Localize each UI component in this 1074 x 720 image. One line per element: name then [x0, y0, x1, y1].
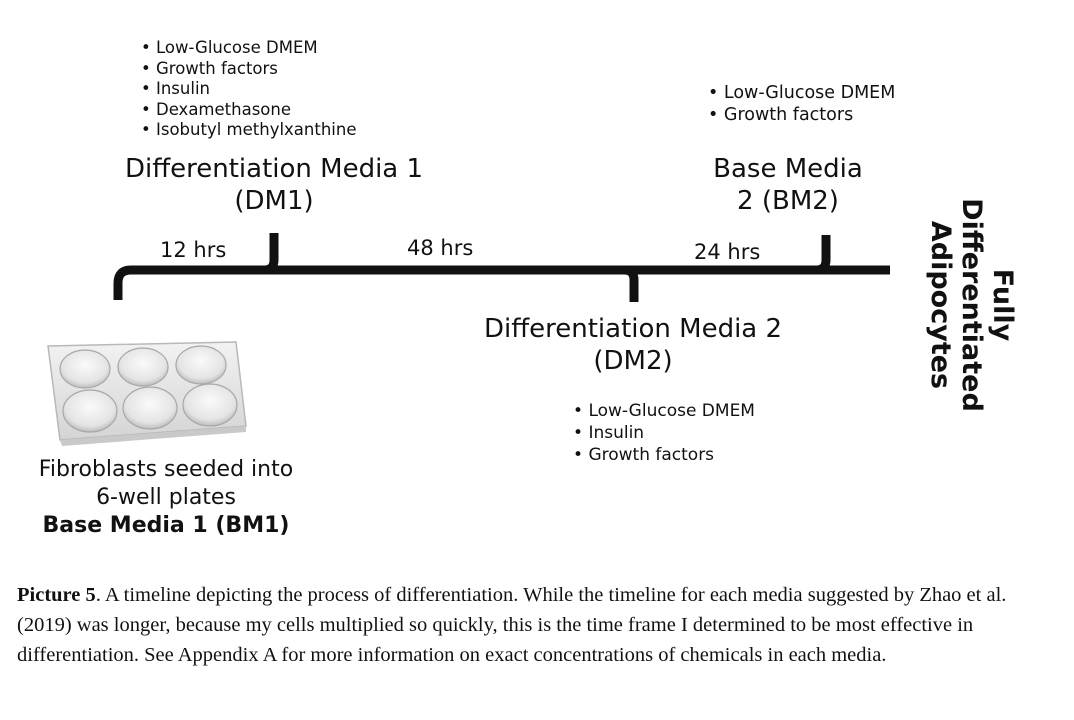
dm1-title-line2: (DM1): [234, 186, 314, 216]
start-media-label: Base Media 1 (BM1): [42, 513, 290, 538]
timeline-axis: [113, 265, 890, 300]
start-line2: 6-well plates: [96, 485, 236, 510]
dm1-title-line1: Differentiation Media 1: [124, 154, 424, 184]
end-state-line2: Differentiated: [956, 198, 987, 412]
bm2-ingredient: Growth factors: [708, 105, 895, 127]
tick-dm2: [623, 265, 639, 302]
bm2-title-line2: 2 (BM2): [737, 186, 839, 216]
duration-label-48h: 48 hrs: [407, 236, 474, 260]
bm2-title-line1: Base Media: [713, 154, 863, 184]
bm2-ingredient: Low-Glucose DMEM: [708, 83, 895, 105]
dm1-ingredient: Dexamethasone: [141, 100, 357, 121]
bm2-ingredient-list: Low-Glucose DMEM Growth factors: [708, 83, 895, 126]
end-state-line3: Adipocytes: [925, 220, 956, 390]
six-well-plate-image: [47, 341, 247, 446]
dm1-ingredient: Growth factors: [141, 59, 357, 80]
dm1-ingredient-list: Low-Glucose DMEM Growth factors Insulin …: [141, 38, 357, 141]
dm2-title-line2: (DM2): [593, 346, 673, 376]
caption-text: . A timeline depicting the process of di…: [17, 584, 1007, 666]
tick-bm2: [815, 235, 831, 275]
dm2-ingredient: Growth factors: [573, 444, 755, 466]
dm1-ingredient: Insulin: [141, 79, 357, 100]
end-state-label: Fully Differentiated Adipocytes: [918, 195, 1018, 415]
dm2-ingredient: Low-Glucose DMEM: [573, 400, 755, 422]
start-label: Fibroblasts seeded into 6-well plates Ba…: [20, 456, 312, 540]
dm2-title-line1: Differentiation Media 2: [483, 314, 783, 344]
start-line1: Fibroblasts seeded into: [38, 457, 294, 482]
dm1-heading: Differentiation Media 1 (DM1): [96, 153, 452, 217]
bm2-heading: Base Media 2 (BM2): [676, 153, 900, 217]
caption-label: Picture 5: [17, 584, 96, 606]
duration-label-24h: 24 hrs: [694, 240, 761, 264]
duration-label-12h: 12 hrs: [160, 238, 227, 262]
dm1-ingredient: Low-Glucose DMEM: [141, 38, 357, 59]
dm1-ingredient: Isobutyl methylxanthine: [141, 120, 357, 141]
tick-dm1: [263, 233, 279, 275]
dm2-ingredient-list: Low-Glucose DMEM Insulin Growth factors: [573, 400, 755, 466]
end-state-line1: Fully: [987, 268, 1018, 342]
dm2-ingredient: Insulin: [573, 422, 755, 444]
dm2-heading: Differentiation Media 2 (DM2): [452, 313, 814, 377]
figure-caption: Picture 5. A timeline depicting the proc…: [17, 580, 1057, 670]
